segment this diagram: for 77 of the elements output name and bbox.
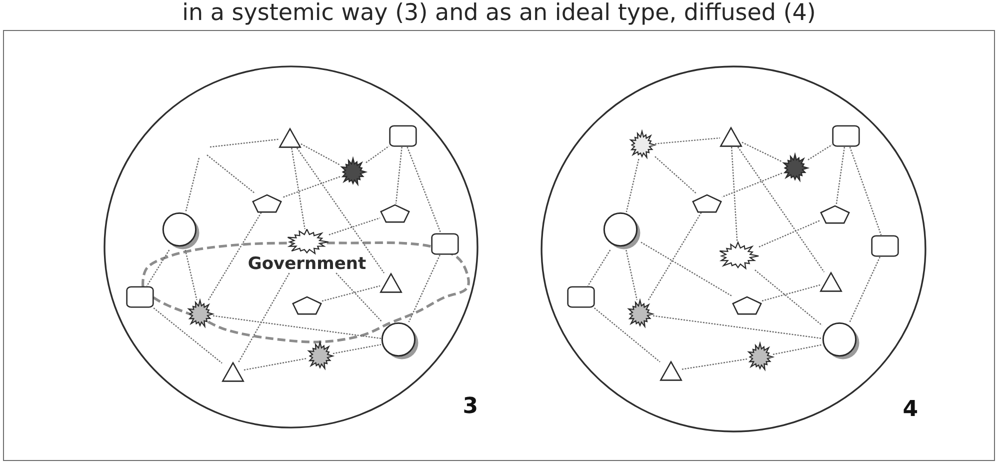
starburst-node: [307, 342, 333, 370]
starburst-node: [187, 300, 213, 328]
dotted-connector: [640, 242, 732, 297]
node-label: Government: [248, 255, 366, 273]
dotted-connector: [238, 272, 290, 362]
dotted-connector: [758, 220, 820, 248]
rounded-square-node: [832, 125, 860, 147]
dotted-connector: [682, 358, 748, 370]
rounded-square-node: [389, 125, 417, 147]
dotted-connector: [206, 154, 256, 194]
dotted-connector: [146, 250, 170, 286]
dotted-connector: [153, 308, 222, 364]
rounded-square-node: [126, 286, 154, 308]
pentagon-node: [820, 204, 850, 224]
triangle-node: [820, 272, 842, 292]
dotted-connector: [336, 272, 383, 322]
dotted-connector: [654, 137, 720, 144]
dotted-connector: [731, 146, 738, 242]
rounded-square-node: [871, 235, 899, 257]
dotted-connector: [742, 142, 782, 162]
pentagon-node: [732, 296, 762, 314]
dotted-connector: [762, 284, 820, 302]
dotted-connector: [587, 250, 611, 286]
starburst-node: [340, 158, 366, 186]
dotted-connector: [652, 315, 822, 340]
dotted-connector: [244, 358, 308, 371]
dotted-connector: [395, 146, 402, 204]
triangle-node: [222, 362, 244, 382]
circle-node: [603, 212, 641, 250]
rounded-square-node: [431, 233, 459, 255]
circle-node: [162, 212, 200, 250]
dotted-connector: [772, 344, 822, 356]
dotted-connector: [366, 146, 390, 164]
triangle-node: [660, 361, 682, 381]
dotted-connector: [212, 315, 382, 340]
pentagon-node: [380, 204, 410, 222]
dotted-connector: [322, 285, 380, 302]
dotted-connector: [808, 144, 832, 160]
pentagon-node: [252, 194, 282, 212]
dotted-connector: [185, 158, 200, 212]
starburst-node: [782, 154, 808, 182]
circle-node: [381, 322, 419, 360]
starburst-node: [747, 343, 773, 371]
triangle-node: [279, 128, 301, 148]
starburst-node: [627, 300, 653, 328]
dotted-connector: [648, 212, 702, 300]
dotted-connector: [626, 250, 638, 300]
starburst-node: [629, 131, 655, 159]
dotted-connector: [210, 138, 280, 148]
dotted-connector: [408, 254, 440, 322]
dotted-connector: [296, 148, 385, 274]
panel-number: 4: [902, 399, 918, 421]
pentagon-node: [292, 296, 322, 314]
title: in a systemic way (3) and as an ideal type, diffused (4): [182, 0, 816, 27]
panel-number: 3: [462, 396, 478, 418]
pentagon-node: [692, 194, 722, 212]
dotted-connector: [300, 143, 340, 166]
dotted-connector: [184, 250, 198, 300]
starburst-node: [717, 242, 759, 270]
dotted-connector: [836, 146, 846, 205]
dotted-connector: [626, 158, 640, 212]
triangle-node: [720, 127, 742, 147]
dotted-connector: [291, 148, 306, 230]
dotted-connector: [849, 146, 882, 236]
dotted-connector: [332, 344, 382, 354]
dotted-connector: [849, 256, 880, 322]
dotted-connector: [282, 176, 340, 198]
circle-node: [822, 322, 860, 360]
dotted-connector: [208, 212, 262, 300]
rounded-square-node: [567, 286, 595, 308]
triangle-node: [380, 273, 402, 293]
dotted-connector: [722, 172, 782, 198]
dotted-connector: [654, 156, 697, 194]
dotted-connector: [754, 270, 822, 326]
dotted-connector: [737, 146, 825, 272]
dotted-connector: [406, 146, 442, 234]
dotted-connector: [594, 308, 660, 362]
